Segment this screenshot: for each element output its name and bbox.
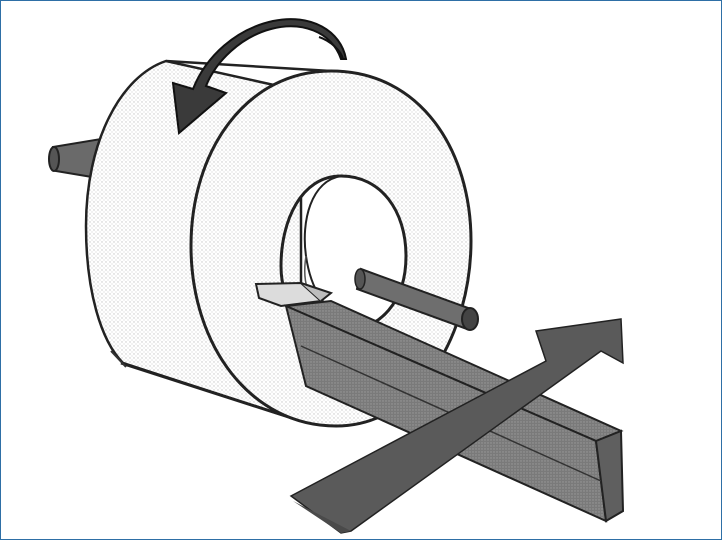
rotation-arrow [171, 18, 348, 135]
translation-arrow [289, 318, 624, 534]
patient-table-rod [354, 267, 479, 331]
